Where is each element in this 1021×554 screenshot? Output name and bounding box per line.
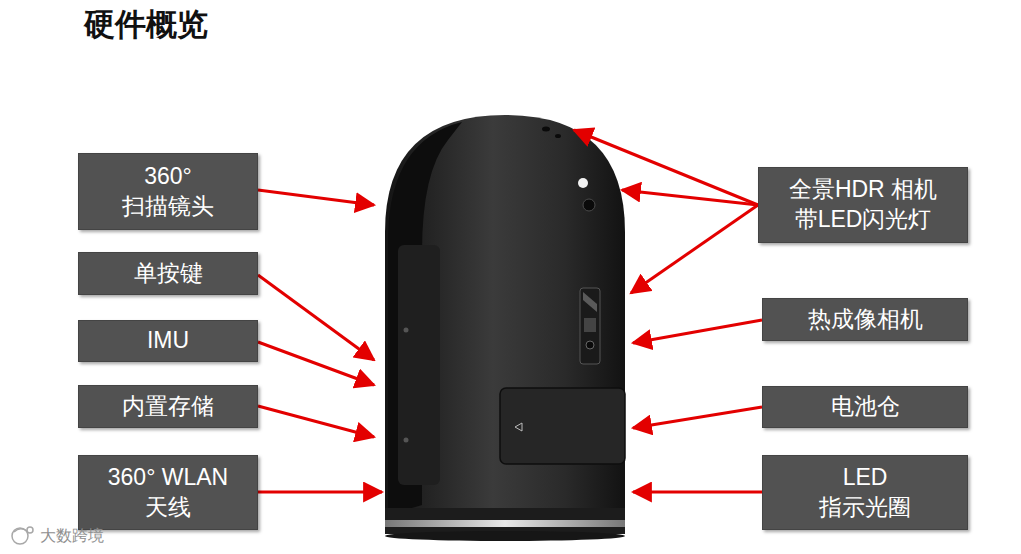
part-label: 360° 扫描镜头 [112,162,224,222]
label-box: 360° 扫描镜头 [78,153,258,230]
leader-arrow [622,190,758,205]
leader-arrow [258,190,374,205]
label-box: 全景HDR 相机 带LED闪光灯 [758,167,968,243]
logo-arc [14,529,27,532]
watermark: 大数跨境 [40,526,104,547]
label-box: 电池仓 [762,386,968,428]
thermal-lens [586,341,594,349]
battery-door [500,388,625,464]
part-label: 360° WLAN 天线 [92,463,244,523]
label-box: IMU [78,320,258,362]
part-label: 电池仓 [831,392,900,422]
part-label: IMU [147,326,189,356]
thermal-sensor [584,318,596,332]
screw [404,328,409,333]
label-box: LED 指示光圈 [762,455,968,530]
leader-arrow [258,491,382,494]
label-box: 单按键 [78,252,258,295]
label-box: 内置存储 [78,385,258,428]
label-box: 360° WLAN 天线 [78,455,258,530]
watermark-logo [12,527,33,544]
led-flash [578,178,588,188]
led-ring [385,520,625,527]
leader-arrow [633,407,762,428]
top-camera [542,127,550,132]
scanner-body [385,115,625,541]
leader-arrows [258,130,762,492]
thermal-camera [580,288,600,364]
body-shell [385,115,625,530]
logo-dot [27,527,33,533]
leader-arrow [633,320,762,343]
leader-arrow [574,130,758,205]
part-label: LED 指示光圈 [809,463,921,523]
top-camera [555,134,561,138]
scan-slot [388,122,462,515]
leader-arrow [258,406,374,437]
logo-ring [12,528,28,544]
screw [404,438,409,443]
leader-arrow [258,342,374,385]
leader-arrow [631,205,758,293]
part-label: 全景HDR 相机 带LED闪光灯 [774,175,952,235]
part-label: 热成像相机 [808,305,923,335]
base-bottom [385,531,625,541]
base [385,508,625,534]
part-label: 单按键 [134,259,203,289]
leader-arrow [633,491,762,494]
battery-latch [515,423,522,431]
part-label: 内置存储 [122,392,214,422]
hdr-camera [583,199,595,211]
thermal-sensor [583,292,597,312]
label-box: 热成像相机 [762,298,968,341]
page-title: 硬件概览 [84,4,208,46]
scan-lens [398,245,440,485]
